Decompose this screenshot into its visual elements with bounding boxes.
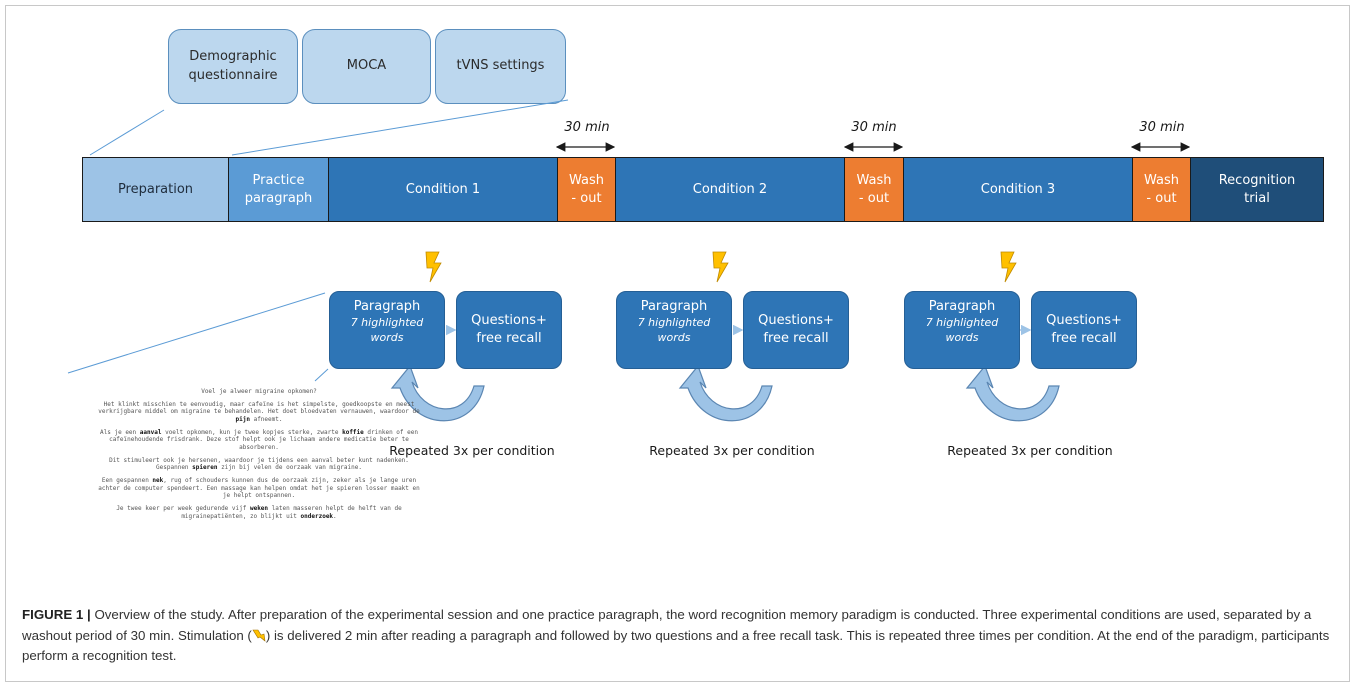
highlighted-word: spieren bbox=[192, 464, 218, 472]
paragraph-label: Paragraph bbox=[353, 299, 421, 314]
sample-text-run: . bbox=[333, 512, 337, 520]
washout-duration-label-2: 30 min bbox=[851, 120, 897, 135]
highlighted-word: onderzoek bbox=[300, 512, 334, 520]
figure-label: FIGURE 1 | bbox=[22, 607, 91, 622]
paragraph-label: Paragraph bbox=[640, 299, 708, 314]
lightning-bolt-icon bbox=[712, 251, 729, 283]
repeat-label-3: Repeated 3x per condition bbox=[947, 443, 1113, 458]
highlighted-word: nek bbox=[152, 477, 164, 485]
washout-duration-label-3: 30 min bbox=[1139, 120, 1185, 135]
caption-text-2: ) is delivered 2 min after reading a par… bbox=[22, 627, 1330, 664]
highlighted-words-label: 7 highlighted words bbox=[925, 316, 999, 344]
connector-line-left bbox=[89, 109, 165, 156]
connector-line-sample bbox=[67, 292, 326, 374]
sample-paragraph: Je twee keer per week gedurende vijf wek… bbox=[94, 505, 424, 520]
sample-text-run: drinken of een cafeïnehoudende frisdrank… bbox=[109, 428, 418, 452]
connector-line-right bbox=[231, 99, 569, 156]
questions-free-recall-box-2: Questions+ free recall bbox=[743, 291, 849, 369]
sample-text-run: voelt opkomen, kun je twee kopjes sterke… bbox=[161, 428, 343, 436]
sample-body: Het klinkt misschien te eenvoudig, maar … bbox=[94, 401, 424, 521]
timeline-practice-paragraph: Practice paragraph bbox=[229, 158, 329, 221]
highlighted-word: weken bbox=[249, 505, 269, 513]
sample-text-run: Als je een bbox=[100, 428, 140, 436]
timeline-condition-1: Condition 1 bbox=[329, 158, 558, 221]
highlighted-word: aanval bbox=[139, 428, 162, 436]
sample-title: Voel je alweer migraine opkomen? bbox=[201, 388, 317, 395]
questions-free-recall-box-1: Questions+ free recall bbox=[456, 291, 562, 369]
highlighted-words-label: 7 highlighted words bbox=[637, 316, 711, 344]
sample-text-run: Het klinkt misschien te eenvoudig, maar … bbox=[98, 400, 420, 416]
sample-paragraph: Het klinkt misschien te eenvoudig, maar … bbox=[94, 401, 424, 424]
sample-text-run: Je twee keer per week gedurende vijf bbox=[116, 505, 250, 513]
sample-paragraph-text: Voel je alweer migraine opkomen? Het kli… bbox=[94, 388, 424, 525]
study-timeline: Preparation Practice paragraph Condition… bbox=[82, 157, 1324, 222]
figure-caption: FIGURE 1 | Overview of the study. After … bbox=[22, 605, 1340, 667]
sample-text-run: Dit stimuleert ook je hersenen, waardoor… bbox=[109, 456, 409, 472]
timeline-recognition-trial: Recognition trial bbox=[1191, 158, 1323, 221]
timeline-condition-2: Condition 2 bbox=[616, 158, 845, 221]
connector-line-sample-2 bbox=[314, 368, 329, 382]
sample-paragraph: Dit stimuleert ook je hersenen, waardoor… bbox=[94, 457, 424, 472]
caption-text-1: Overview of the study. After preparation… bbox=[22, 607, 1312, 643]
moca-box: MOCA bbox=[302, 29, 431, 104]
repeat-label-1: Repeated 3x per condition bbox=[389, 443, 555, 458]
timeline-preparation: Preparation bbox=[83, 158, 229, 221]
sample-paragraph: Een gespannen nek, rug of schouders kunn… bbox=[94, 477, 424, 500]
highlighted-word: koffie bbox=[342, 428, 364, 436]
paragraph-box-2: Paragraph 7 highlighted words bbox=[616, 291, 732, 369]
lightning-bolt-icon bbox=[252, 629, 266, 642]
highlighted-words-label: 7 highlighted words bbox=[350, 316, 424, 344]
highlighted-word: pijn bbox=[235, 416, 250, 424]
demographic-questionnaire-box: Demographic questionnaire bbox=[168, 29, 298, 104]
timeline-washout-1: Wash - out bbox=[558, 158, 616, 221]
lightning-bolt-icon bbox=[425, 251, 442, 283]
sample-paragraph: Als je een aanval voelt opkomen, kun je … bbox=[94, 429, 424, 452]
sample-text-run: afneemt. bbox=[249, 416, 283, 424]
circular-arrow-icon bbox=[679, 365, 773, 422]
washout-duration-label-1: 30 min bbox=[564, 120, 610, 135]
timeline-condition-3: Condition 3 bbox=[904, 158, 1133, 221]
paragraph-box-3: Paragraph 7 highlighted words bbox=[904, 291, 1020, 369]
sample-text-run: zijn bij velen de oorzaak van migraine. bbox=[217, 464, 362, 472]
paragraph-box-1: Paragraph 7 highlighted words bbox=[329, 291, 445, 369]
diagram-overlay bbox=[67, 99, 1191, 422]
timeline-washout-2: Wash - out bbox=[845, 158, 904, 221]
repeat-label-2: Repeated 3x per condition bbox=[649, 443, 815, 458]
lightning-bolt-icon bbox=[1000, 251, 1017, 283]
sample-text-run: , rug of schouders kunnen dus de oorzaak… bbox=[98, 477, 420, 500]
timeline-washout-3: Wash - out bbox=[1133, 158, 1191, 221]
sample-text-run: laten masseren helpt de helft van de mig… bbox=[181, 505, 402, 520]
paragraph-label: Paragraph bbox=[928, 299, 996, 314]
sample-text-run: Een gespannen bbox=[101, 477, 153, 485]
questions-free-recall-box-3: Questions+ free recall bbox=[1031, 291, 1137, 369]
circular-arrow-icon bbox=[966, 365, 1060, 422]
tvns-settings-box: tVNS settings bbox=[435, 29, 566, 104]
